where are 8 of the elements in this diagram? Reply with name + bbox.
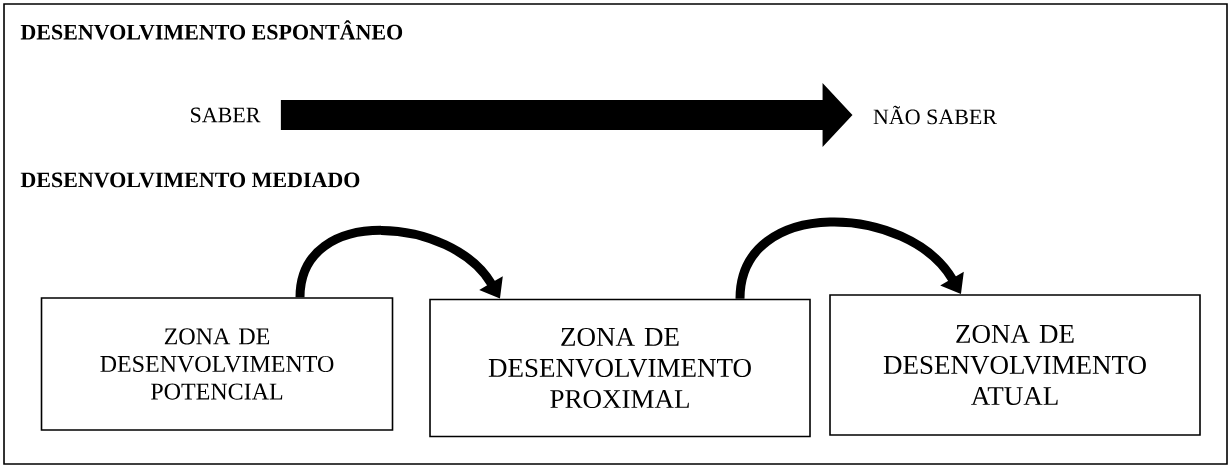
process-box: ZONA DE DESENVOLVIMENTO PROXIMAL [429,298,811,438]
label-text: SABER [191,107,261,123]
process-box: ZONA DE DESENVOLVIMENTO ATUAL [829,294,1201,436]
label-text: NÃO SABER [873,105,997,125]
arrow [735,217,964,300]
heading: DESENVOLVIMENTO MEDIADO [20,172,360,188]
heading: DESENVOLVIMENTO ESPONTÂNEO [20,20,403,40]
process-box: ZONA DE DESENVOLVIMENTO POTENCIAL [40,297,394,431]
